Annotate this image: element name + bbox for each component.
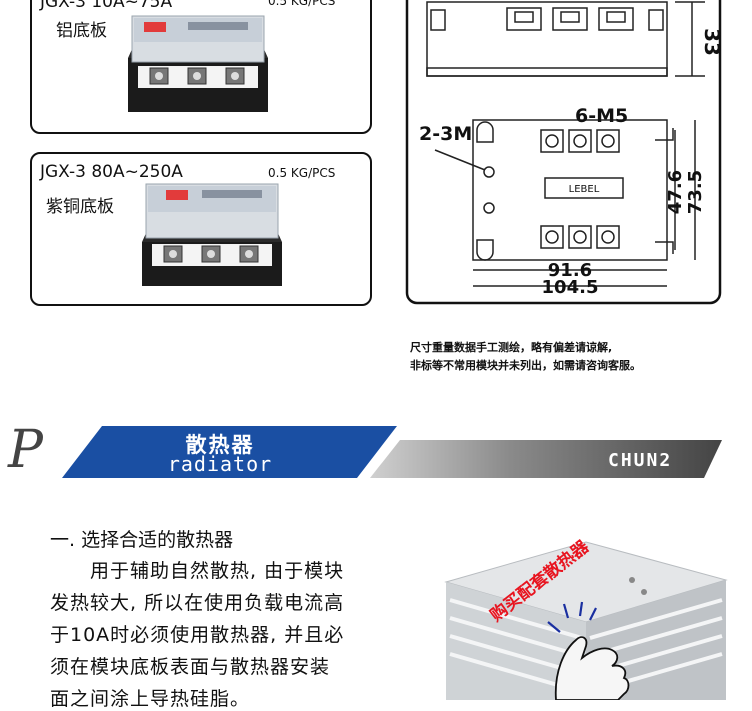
- note-line-2: 非标等不常用模块并未列出，如需请咨询客服。: [410, 359, 641, 372]
- product-base: 紫铜底板: [46, 197, 114, 217]
- band-gray-bar: [370, 440, 722, 478]
- note-line-1: 尺寸重量数据手工测绘，略有偏差请谅解,: [410, 341, 613, 354]
- top-view: [434, 119, 696, 287]
- dim-height-inner: 47.6: [665, 170, 686, 214]
- content-heading: 一. 选择合适的散热器: [50, 529, 234, 551]
- section-title-cn: 散热器: [185, 433, 255, 457]
- dimension-drawing: 33 LEBEL 2-3M 6-M5 47.6 73.5 91.6 104.5: [405, 0, 723, 305]
- section-title-en: radiator: [167, 452, 273, 476]
- body-line: 面之间涂上导热硅脂。: [50, 688, 251, 710]
- dim-height-outer: 73.5: [685, 170, 706, 214]
- side-view: [426, 1, 705, 77]
- product-weight: 0.5 KG/PCS: [268, 0, 336, 8]
- product-weight: 0.5 KG/PCS: [268, 166, 336, 180]
- product-model: JGX-3 80A~250A: [40, 162, 183, 182]
- hand-tap-icon: [554, 636, 630, 700]
- product-model: JGX-3 10A~75A: [40, 0, 173, 12]
- holes-label: 2-3M: [419, 123, 472, 145]
- body-line: 于10A时必须使用散热器, 并且必: [50, 624, 345, 646]
- heatsink-image: 购买配套散热器: [444, 536, 728, 700]
- tap-lines: [547, 601, 597, 633]
- p-logo-icon: P: [8, 420, 43, 480]
- dim-width-inner: 91.6: [548, 260, 592, 281]
- product-card-1: JGX-3 10A~75A 0.5 KG/PCS 铝底板: [30, 0, 372, 134]
- body-line: 发热较大, 所以在使用负载电流高: [50, 592, 345, 614]
- screws-label: 6-M5: [575, 105, 628, 127]
- dim-height-top: 33: [700, 28, 723, 56]
- product-base: 铝底板: [56, 21, 107, 41]
- module-label: LEBEL: [569, 184, 600, 195]
- relay-image: [142, 183, 282, 286]
- product-card-2: JGX-3 80A~250A 0.5 KG/PCS 紫铜底板: [30, 152, 372, 306]
- relay-image: [128, 15, 268, 112]
- dim-width-outer: 104.5: [542, 277, 599, 298]
- brand-logo: CHUN2: [608, 450, 673, 471]
- body-line: 须在模块底板表面与散热器安装: [50, 656, 331, 678]
- band-blue-bar: [62, 426, 397, 478]
- body-line: 用于辅助自然散热, 由于模块: [50, 560, 345, 582]
